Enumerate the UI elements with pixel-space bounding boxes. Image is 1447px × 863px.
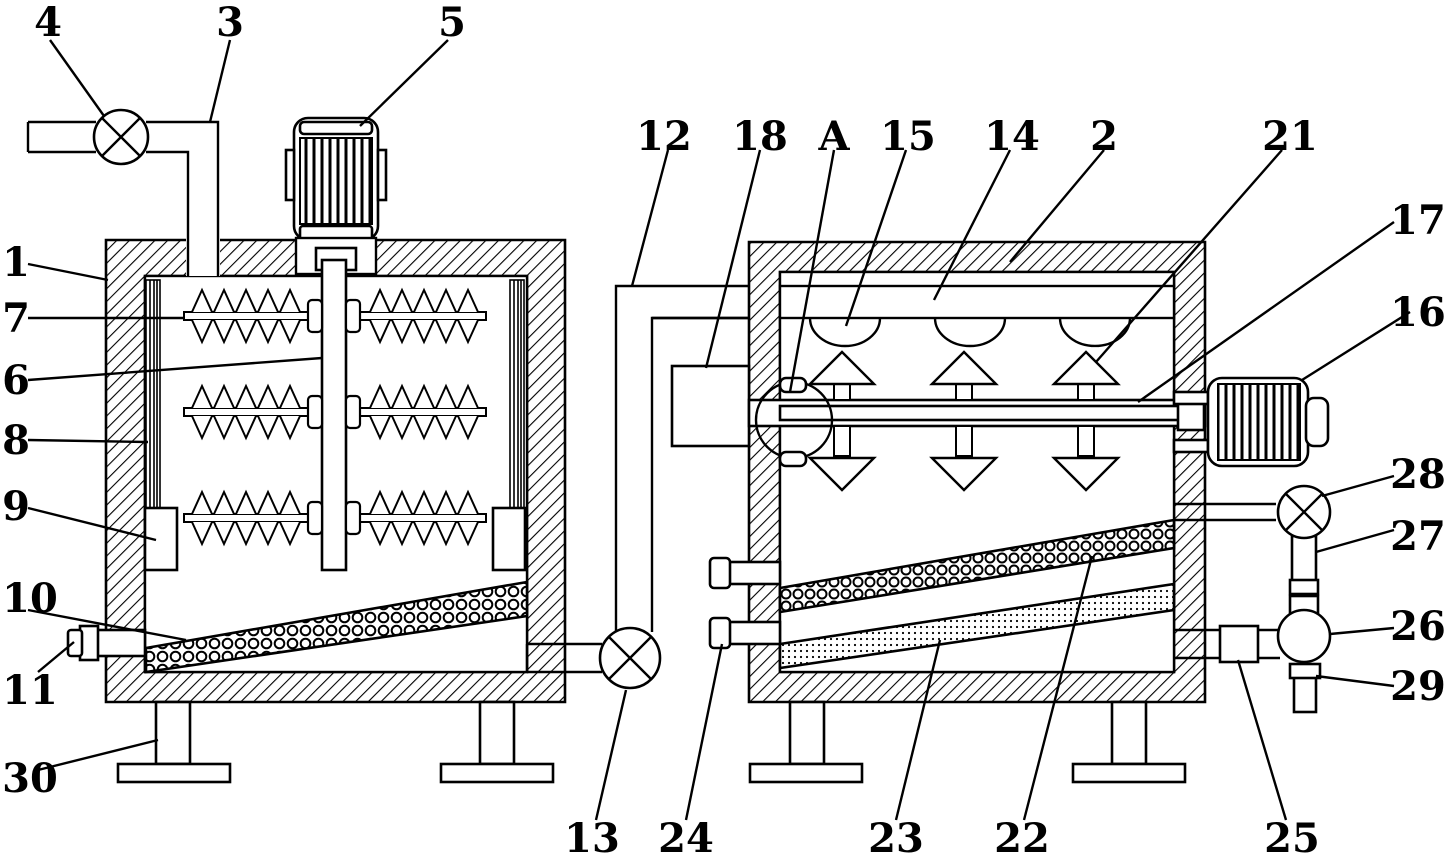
label-14: 14 bbox=[984, 113, 1040, 160]
leader-lines bbox=[27, 39, 1411, 821]
label-9: 9 bbox=[2, 483, 30, 530]
stirring-blades bbox=[183, 287, 487, 547]
label-16: 16 bbox=[1390, 289, 1446, 336]
brush-element bbox=[1051, 350, 1121, 492]
label-3: 3 bbox=[216, 0, 244, 46]
label-26: 26 bbox=[1390, 603, 1446, 650]
label-11: 11 bbox=[2, 667, 58, 714]
label-1: 1 bbox=[2, 239, 30, 286]
label-28: 28 bbox=[1390, 451, 1446, 498]
support-legs-right bbox=[748, 700, 1187, 784]
label-25: 25 bbox=[1264, 815, 1320, 862]
guide-rails bbox=[145, 279, 525, 509]
stirring-shaft bbox=[320, 258, 348, 572]
label-22: 22 bbox=[994, 815, 1050, 862]
side-outlets bbox=[708, 556, 782, 650]
transfer-valve bbox=[598, 626, 662, 690]
label-6: 6 bbox=[2, 357, 30, 404]
label-4: 4 bbox=[34, 0, 62, 46]
return-valve bbox=[1276, 484, 1332, 540]
label-29: 29 bbox=[1390, 663, 1446, 710]
filter-screen-left bbox=[144, 580, 529, 674]
feed-pipe bbox=[26, 120, 220, 276]
label-15: 15 bbox=[880, 113, 936, 160]
support-legs-left bbox=[116, 700, 555, 784]
label-21: 21 bbox=[1262, 113, 1318, 160]
cleaning-brushes bbox=[807, 350, 1121, 492]
brush-element bbox=[807, 350, 877, 492]
scraper-block-right bbox=[491, 506, 527, 572]
spray-pipe bbox=[778, 284, 1176, 320]
label-12: 12 bbox=[636, 113, 692, 160]
filter-screen-lower bbox=[778, 582, 1176, 670]
rotating-shaft bbox=[747, 394, 1207, 432]
label-23: 23 bbox=[868, 815, 924, 862]
filter-screen-upper bbox=[778, 518, 1176, 614]
spray-nozzles bbox=[808, 317, 1132, 348]
label-5: 5 bbox=[438, 0, 466, 46]
label-a: A bbox=[817, 113, 850, 160]
label-13: 13 bbox=[564, 815, 620, 862]
label-18: 18 bbox=[732, 113, 788, 160]
stirring-motor bbox=[284, 116, 388, 276]
label-8: 8 bbox=[2, 417, 30, 464]
pump-box bbox=[670, 364, 751, 448]
rotating-motor bbox=[1172, 376, 1330, 468]
label-30: 30 bbox=[2, 755, 58, 802]
brush-element bbox=[929, 350, 999, 492]
label-24: 24 bbox=[658, 815, 714, 862]
stirring-blade-row bbox=[183, 489, 487, 547]
drain-outlet bbox=[66, 624, 147, 662]
label-27: 27 bbox=[1390, 513, 1446, 560]
stirring-blade-row bbox=[183, 287, 487, 345]
stirring-blade-row bbox=[183, 383, 487, 441]
label-7: 7 bbox=[2, 295, 30, 342]
label-2: 2 bbox=[1090, 113, 1118, 160]
label-17: 17 bbox=[1390, 197, 1446, 244]
feed-valve bbox=[92, 108, 150, 166]
bearing-bottom bbox=[778, 450, 808, 468]
circulation-pump bbox=[1276, 608, 1332, 664]
label-10: 10 bbox=[2, 575, 58, 622]
transfer-pipe bbox=[525, 284, 779, 674]
